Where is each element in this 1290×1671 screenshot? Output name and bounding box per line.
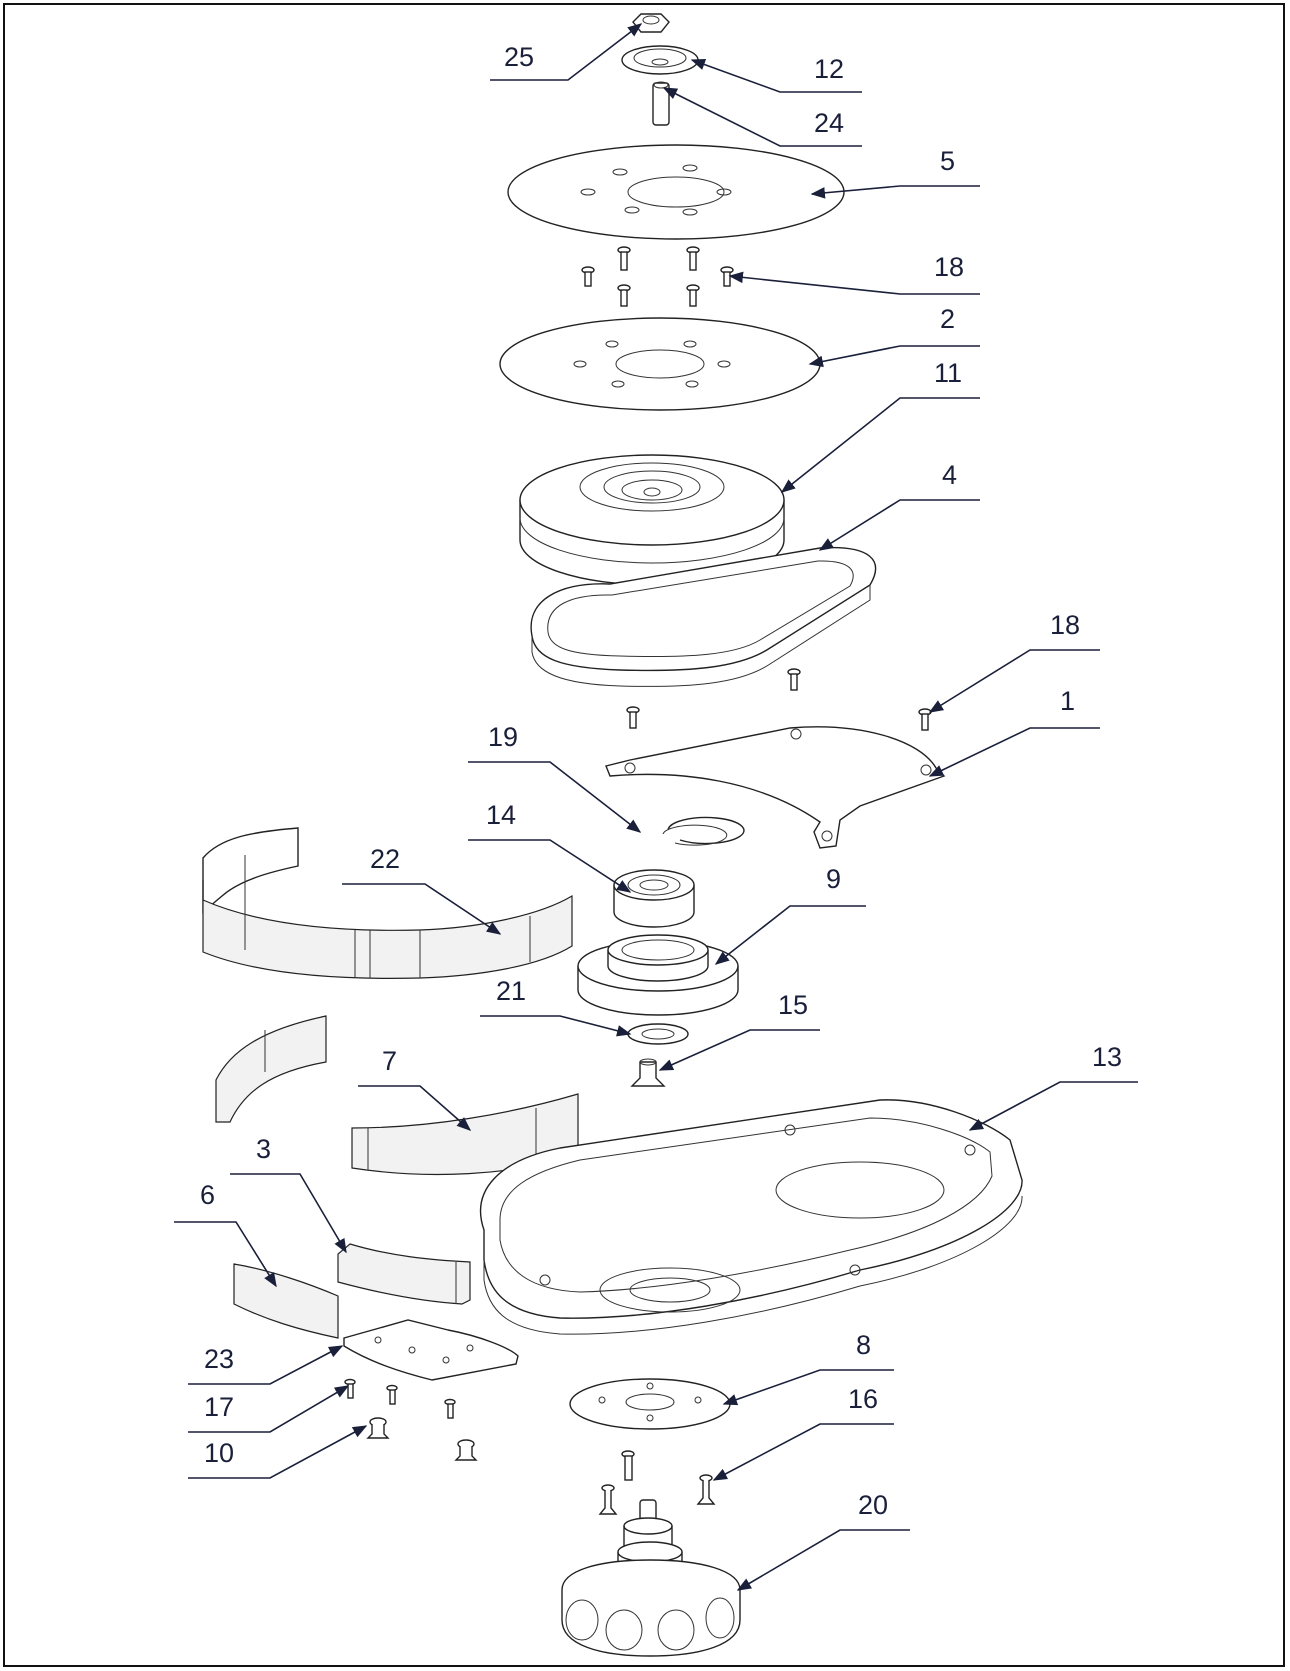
part-label: 6	[200, 1180, 215, 1210]
part-label: 22	[370, 844, 400, 874]
part-label: 18	[934, 252, 964, 282]
part-13-housing	[479, 1099, 1023, 1335]
part-19-circlip	[662, 816, 745, 846]
part-8-disc	[569, 1378, 731, 1430]
part-label: 18	[1050, 610, 1080, 640]
part-label: 7	[382, 1046, 397, 1076]
part-label: 21	[496, 976, 526, 1006]
part-4-belt	[530, 546, 877, 687]
part-label: 14	[486, 800, 516, 830]
part-21-washer	[627, 1023, 689, 1045]
part-15-screw	[630, 1058, 666, 1087]
part-label: 2	[940, 304, 955, 334]
part-17-screws	[344, 1378, 456, 1419]
part-23-plate	[343, 1319, 519, 1381]
part-label: 10	[204, 1438, 234, 1468]
part-label: 1	[1060, 686, 1075, 716]
part-label: 25	[504, 42, 534, 72]
part-5-disc	[507, 144, 845, 240]
part-label: 20	[858, 1490, 888, 1520]
curved-plate-small	[215, 1015, 327, 1123]
part-9-housing	[577, 934, 739, 1016]
part-label: 19	[488, 722, 518, 752]
part-label: 16	[848, 1384, 878, 1414]
part-16-screws	[598, 1450, 716, 1515]
part-22-curved-plate	[202, 827, 573, 980]
part-label: 11	[934, 358, 962, 388]
part-label: 4	[942, 460, 957, 490]
part-2-disc	[499, 317, 821, 411]
part-6-curved-plate	[233, 1263, 339, 1339]
part-25-nut	[632, 13, 670, 33]
part-3-bracket	[337, 1243, 471, 1305]
part-18-screws-upper	[581, 246, 734, 307]
part-label: 5	[940, 146, 955, 176]
part-label: 3	[256, 1134, 271, 1164]
part-label: 9	[826, 864, 841, 894]
part-label: 23	[204, 1344, 234, 1374]
part-20-knob	[561, 1499, 741, 1657]
part-12-washer	[621, 45, 699, 75]
part-label: 15	[778, 990, 808, 1020]
part-14-bearing	[613, 869, 695, 928]
part-label: 13	[1092, 1042, 1122, 1072]
part-label: 12	[814, 54, 844, 84]
part-label: 24	[814, 108, 844, 138]
part-label: 17	[204, 1392, 234, 1422]
part-label: 8	[856, 1330, 871, 1360]
leader-lines	[174, 23, 1138, 1591]
part-11-pulley	[519, 454, 785, 586]
part-1-plate	[605, 726, 946, 849]
part-labels: 25 12 24 5 18 2 11 4 18 1 19 14 22 9 21 …	[200, 42, 1122, 1520]
part-10-studs	[366, 1417, 478, 1461]
